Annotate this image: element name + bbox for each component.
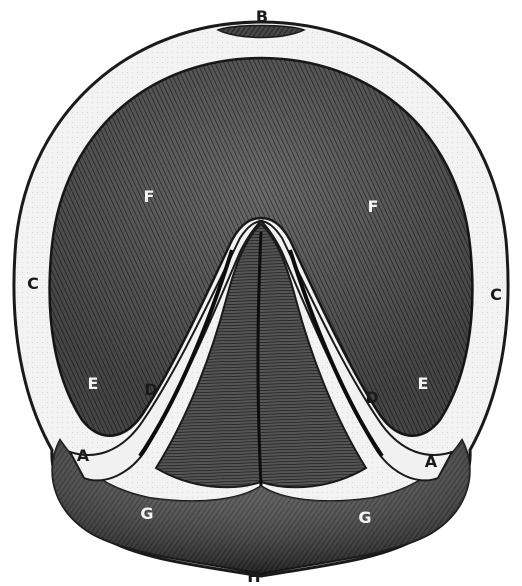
label-heel-left: A	[77, 446, 90, 465]
label-heel-right: A	[425, 452, 438, 471]
label-bulb-right: G	[358, 508, 371, 527]
label-seat-right: E	[418, 374, 429, 393]
label-sole-right: F	[368, 197, 379, 216]
label-wall-right: C	[490, 285, 502, 304]
label-seat-left: E	[88, 374, 99, 393]
label-bottom: H	[247, 567, 260, 586]
label-wall-left: C	[27, 274, 39, 293]
label-bar-right: D	[365, 388, 378, 407]
label-sole-left: F	[144, 187, 155, 206]
label-bar-left: D	[144, 380, 157, 399]
label-top: B	[256, 7, 268, 26]
label-bulb-left: G	[140, 504, 153, 523]
